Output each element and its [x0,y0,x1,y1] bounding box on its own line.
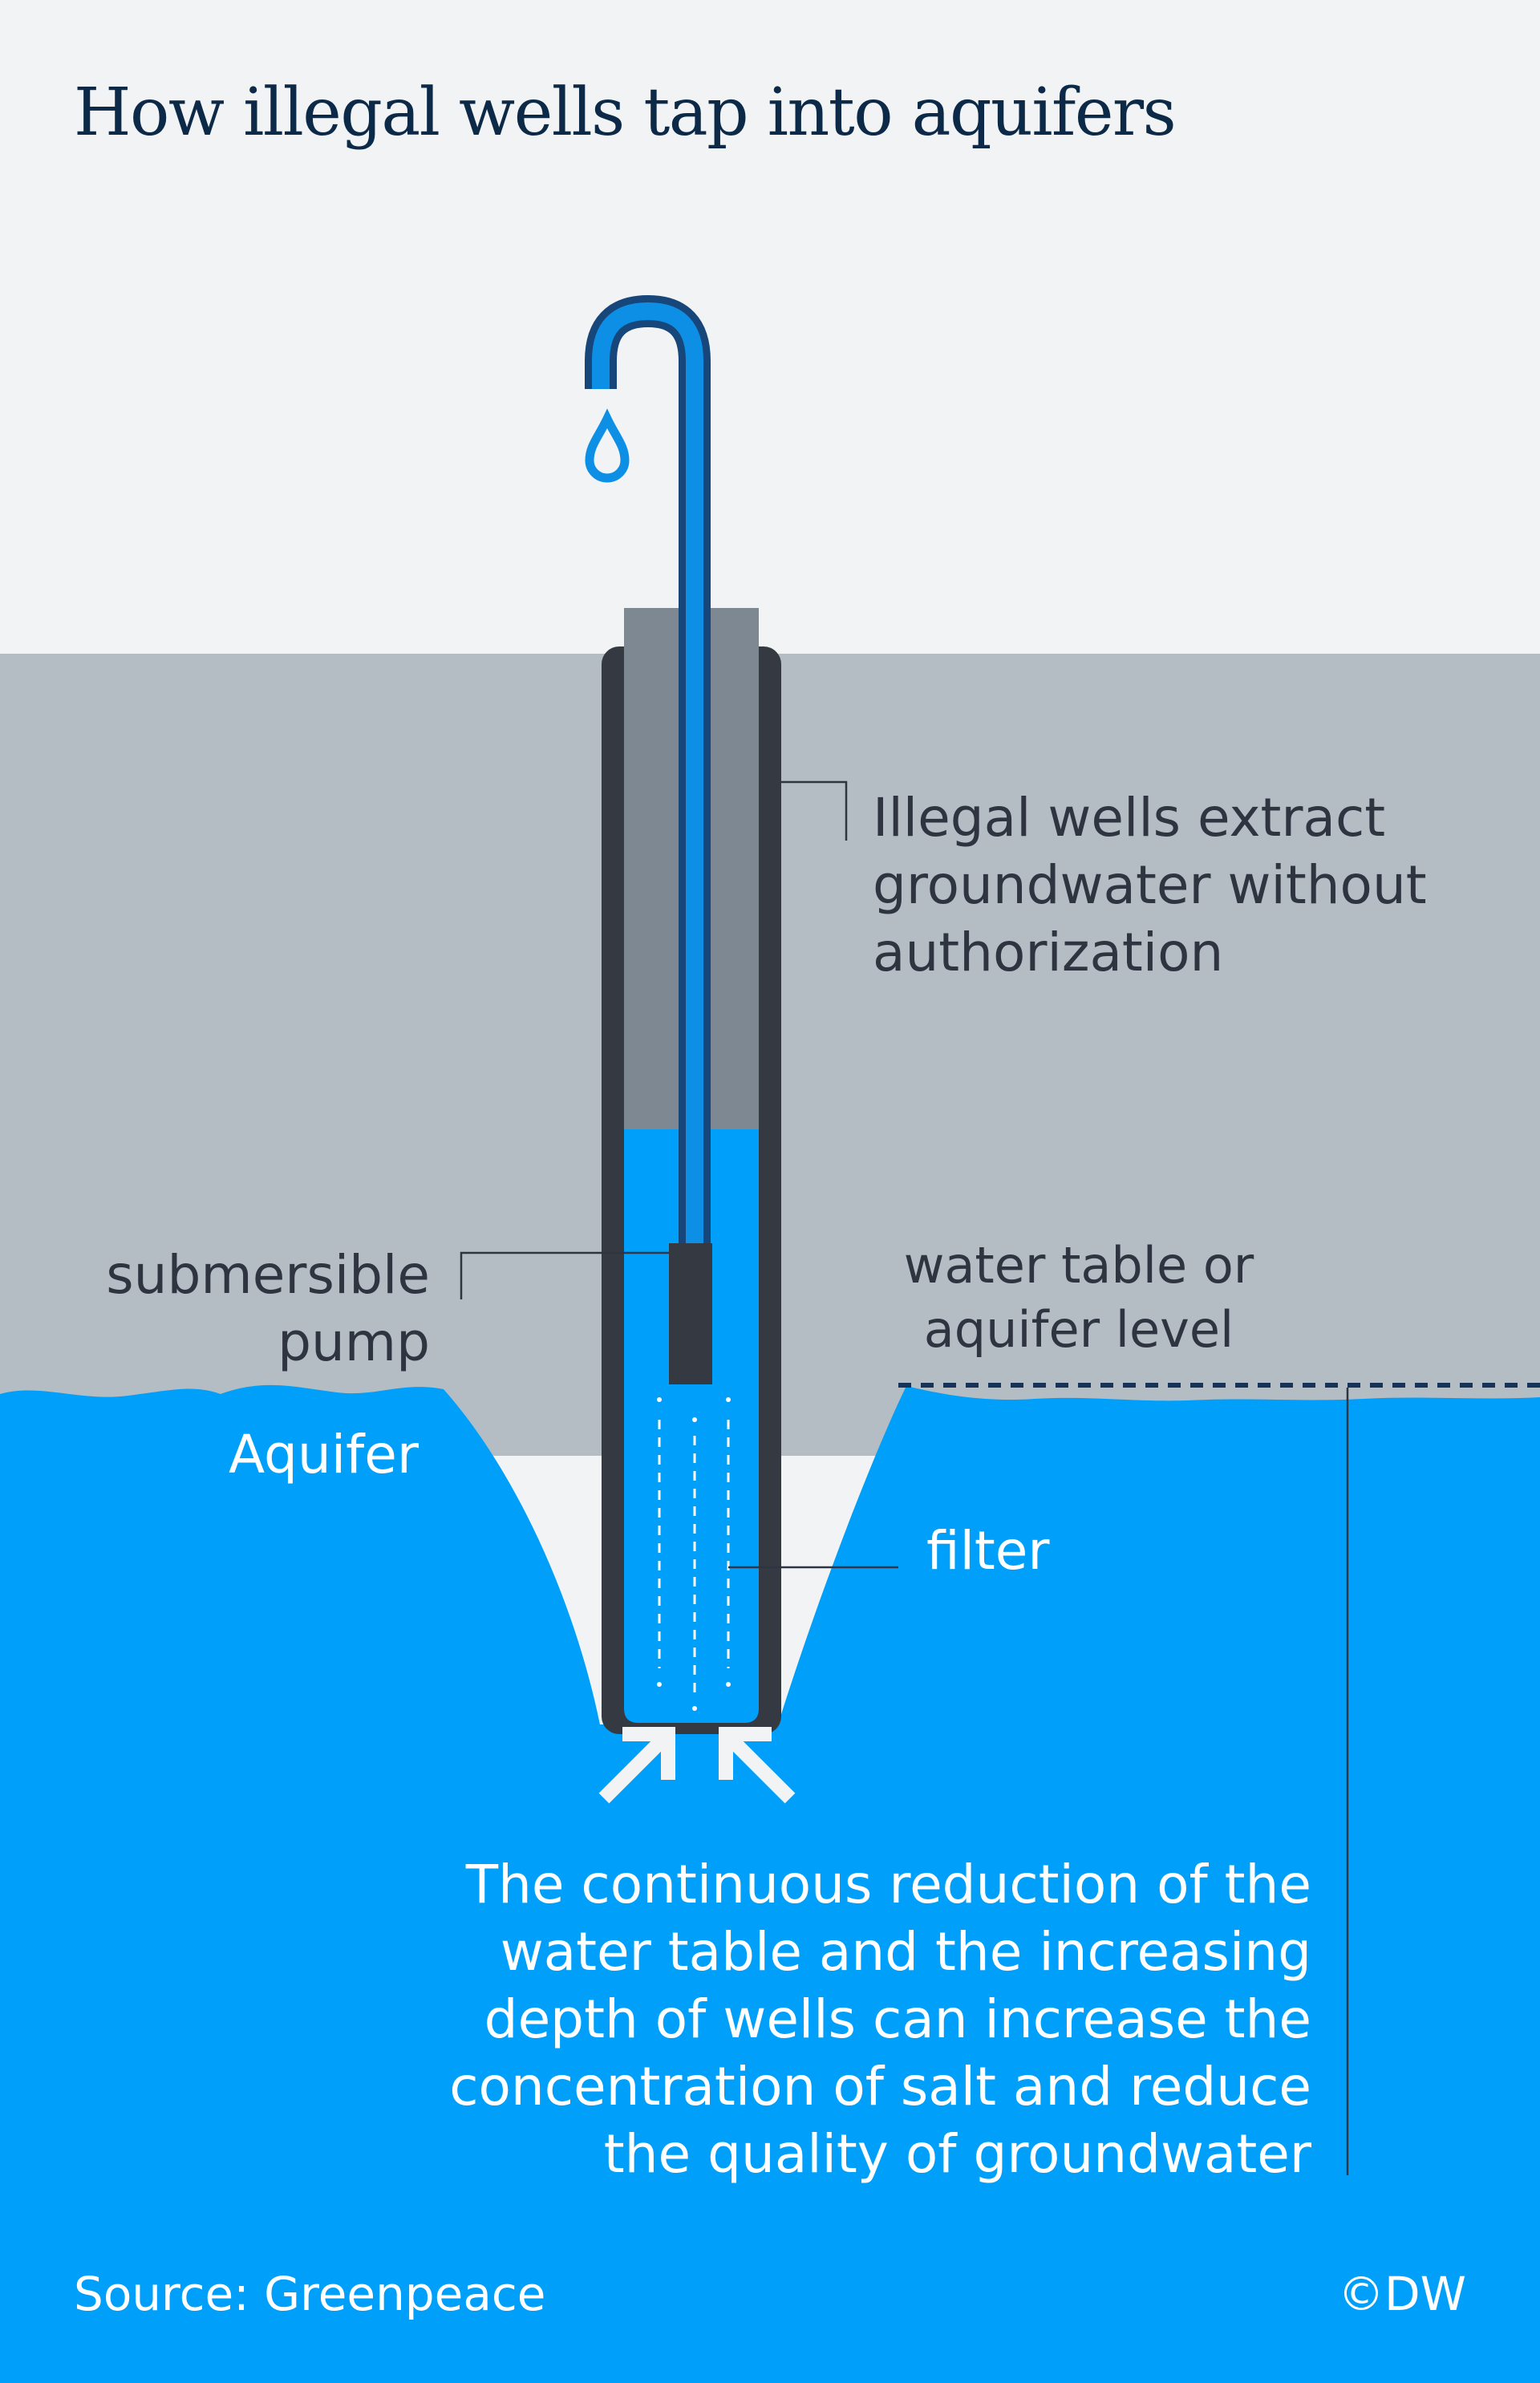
illegal-wells-note: Illegal wells extract groundwater withou… [873,787,1427,983]
aquifer-label: Aquifer [229,1424,419,1485]
filter-label: filter [926,1520,1050,1582]
water-table-label: water table or aquifer level [903,1236,1254,1359]
arrow-up-left-icon [719,1727,796,1804]
aquifer-water [0,1384,1540,2383]
leader-lines [460,780,1349,2175]
filter-slits [658,1420,730,1692]
page-title: How illegal wells tap into aquifers [74,75,1177,151]
pump-pipe [592,302,703,1255]
well-interior-water [624,1129,759,1723]
conclusion-text: The continuous reduction of the water ta… [449,1854,1311,2185]
water-drop-icon [585,408,630,483]
submersible-pump [669,1243,712,1384]
filter-dots [657,1397,731,1711]
submersible-pump-label: submersible pump [106,1244,430,1373]
arrow-up-right-icon [598,1727,675,1804]
source-credit: Source: Greenpeace [74,2267,546,2321]
sky-background [0,0,1540,658]
dw-copyright: ©DW [1337,2267,1466,2321]
